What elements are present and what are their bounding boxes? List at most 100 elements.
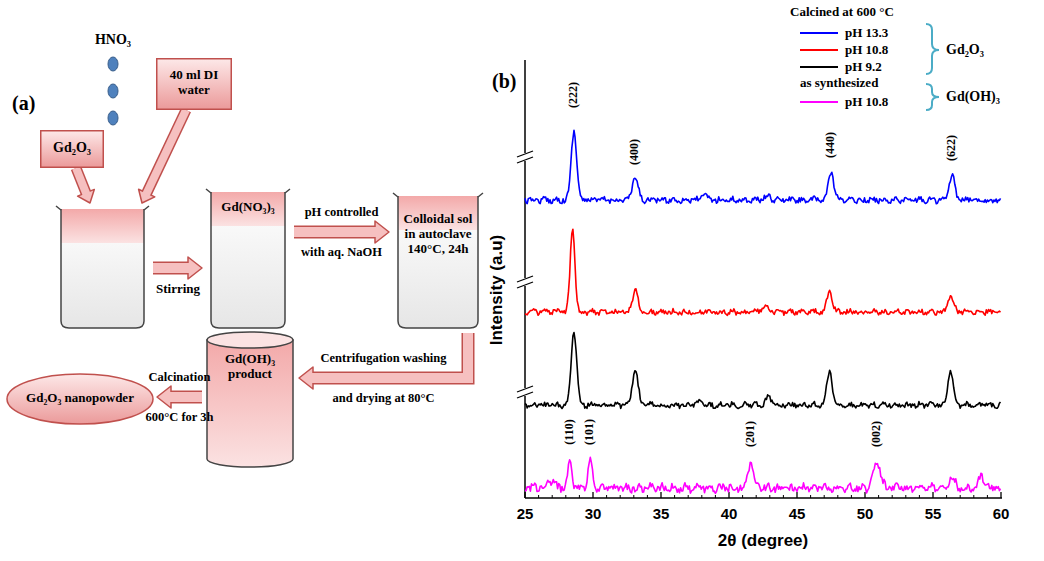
minor-tick (851, 495, 852, 498)
beaker-lip (56, 206, 149, 210)
group-brace (926, 84, 939, 110)
product-ellipse: Gd₂O₃ nanopowder (6, 373, 154, 425)
legend-title: as synthesized (800, 76, 878, 91)
node-shape (205, 330, 295, 469)
box-outline (41, 131, 104, 168)
beaker-outline (211, 192, 285, 328)
flow-arrow (157, 386, 202, 408)
xrd-curve (525, 130, 1001, 203)
tick-label: 55 (925, 505, 942, 522)
minor-tick (565, 495, 566, 498)
peak-index: (440) (824, 132, 838, 158)
legend-line (800, 66, 838, 68)
axis-title: 2θ (degree) (718, 531, 808, 551)
minor-tick (919, 495, 920, 498)
beaker-lip (393, 193, 483, 197)
tick-label: 40 (721, 505, 738, 522)
arrow-head (188, 257, 202, 279)
beaker: Gd(NO₃)₃ (205, 188, 291, 330)
step-label: Centrifugation washing and drying at 80°… (320, 338, 448, 418)
peak-index: (201) (744, 421, 758, 447)
node-text: Colloidal sol in autoclave 140°C, 24h (400, 212, 476, 257)
panel-letter: (b) (492, 70, 516, 93)
tick-mark (524, 492, 525, 498)
xrd-curve (525, 229, 1001, 315)
cylinder-body (207, 340, 293, 467)
minor-tick (987, 495, 988, 498)
arrow-shaft (294, 227, 377, 237)
minor-tick (701, 495, 702, 498)
legend-line (800, 101, 838, 103)
tick-label: 60 (993, 505, 1010, 522)
minor-tick (633, 495, 634, 498)
xrd-curve (525, 333, 1001, 409)
minor-tick (715, 495, 716, 498)
phase-label: Gd(OH)₃ (946, 89, 1000, 105)
beaker-top (61, 209, 144, 243)
minor-tick (783, 495, 784, 498)
reagent-label: HNO₃ (95, 32, 131, 48)
tick-label: 50 (857, 505, 874, 522)
minor-tick (688, 495, 689, 498)
ellipse-outline (7, 374, 153, 424)
peak-index: (101) (583, 419, 597, 445)
arrow-head (375, 221, 389, 243)
box-outline (157, 59, 232, 110)
arrow-shaft (76, 168, 87, 194)
tick-label: 35 (653, 505, 670, 522)
minor-tick (538, 495, 539, 498)
node-text: Gd(NO₃)₃ (221, 200, 274, 215)
minor-tick (905, 495, 906, 498)
minor-tick (674, 495, 675, 498)
minor-tick (824, 495, 825, 498)
node-text: Gd₂O₃ (53, 140, 91, 156)
panel-letter: (a) (12, 92, 35, 115)
reagent-box: Gd₂O₃ (40, 130, 104, 168)
legend-line (800, 49, 838, 51)
flow-arrow (294, 221, 389, 243)
legend-title: Calcined at 600 °C (790, 5, 894, 20)
autoclave-beaker: Colloidal sol in autoclave 140°C, 24h (392, 192, 484, 330)
arrow-head (299, 367, 313, 389)
axis-title: Intensity (a.u) (487, 235, 507, 346)
legend-text: pH 13.3 (845, 26, 888, 41)
beaker-liquid (398, 196, 478, 328)
cylinder-top (207, 332, 293, 348)
tick-label: 30 (585, 505, 602, 522)
tick-label: 25 (517, 505, 534, 522)
legend-line (800, 32, 838, 34)
node-text: Gd(OH)₃ product (213, 352, 287, 382)
arrow-head (157, 386, 171, 408)
peak-index: (400) (628, 139, 642, 165)
peak-index: (002) (870, 421, 884, 447)
minor-tick (742, 495, 743, 498)
beaker (56, 206, 149, 328)
minor-tick (878, 495, 879, 498)
minor-tick (552, 495, 553, 498)
minor-tick (647, 495, 648, 498)
tick-mark (864, 492, 865, 498)
tick-mark (728, 492, 729, 498)
tick-mark (592, 492, 593, 498)
legend-text: pH 9.2 (845, 60, 882, 75)
tick-label: 45 (789, 505, 806, 522)
minor-tick (837, 495, 838, 498)
minor-tick (946, 495, 947, 498)
minor-tick (810, 495, 811, 498)
tick-mark (660, 492, 661, 498)
beaker-liquid (61, 209, 144, 328)
tick-mark (796, 492, 797, 498)
minor-tick (606, 495, 607, 498)
tick-mark (1000, 492, 1001, 498)
x-axis (525, 497, 1002, 499)
beaker-outline (398, 196, 478, 328)
axis-break (517, 151, 533, 398)
minor-tick (769, 495, 770, 498)
minor-tick (973, 495, 974, 498)
minor-tick (892, 495, 893, 498)
beaker-lip (206, 189, 290, 193)
node-text: 40 ml DI water (164, 68, 224, 98)
legend-text: pH 10.8 (845, 43, 888, 58)
minor-tick (620, 495, 621, 498)
minor-tick (960, 495, 961, 498)
